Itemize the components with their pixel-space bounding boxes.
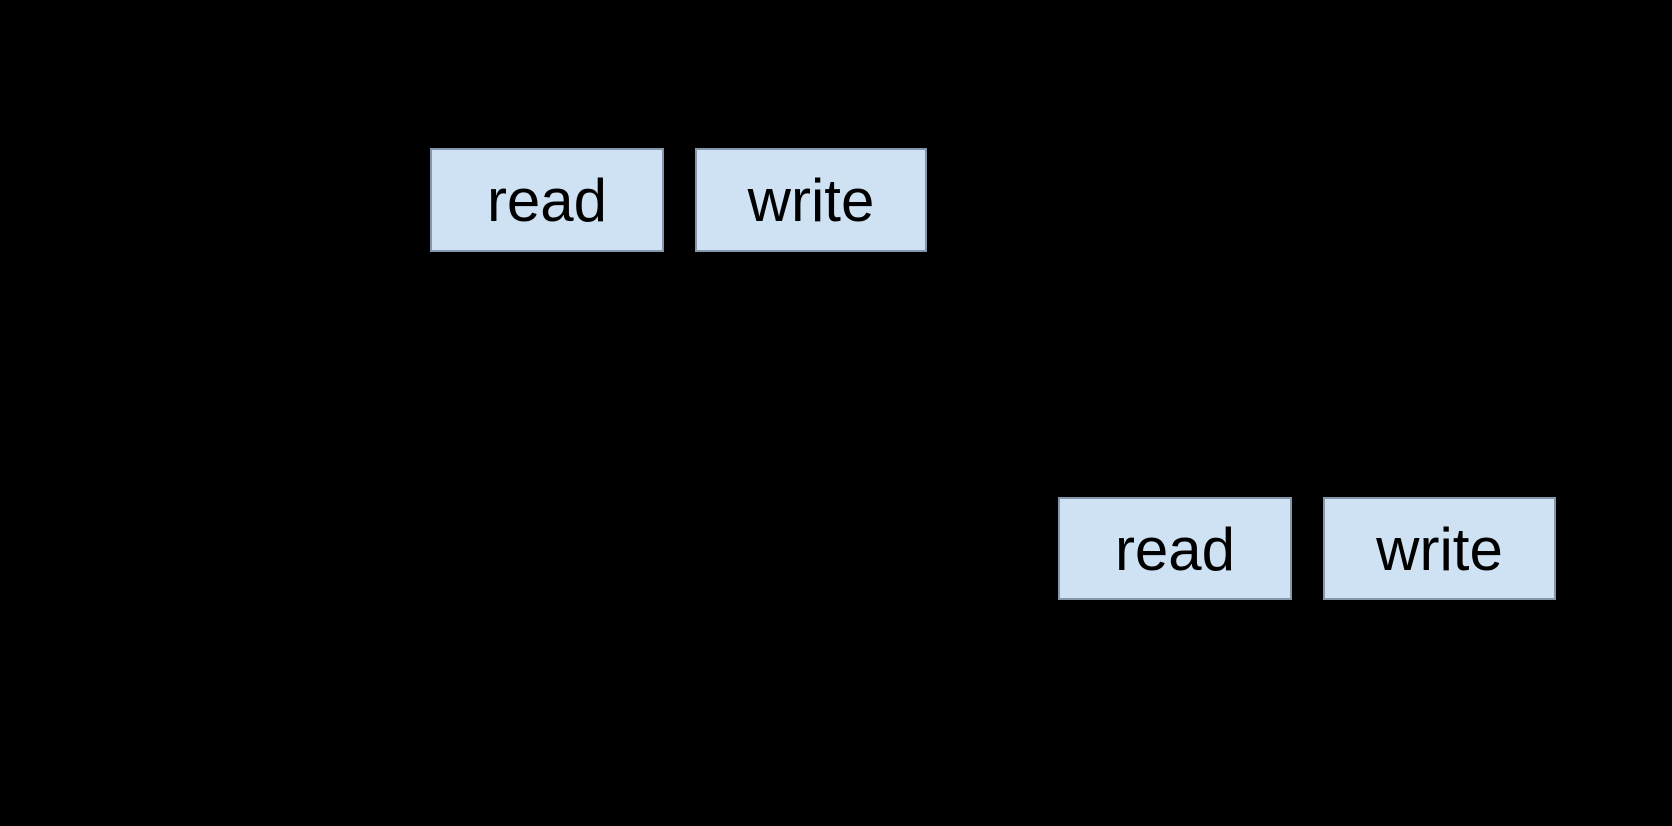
read-box-bottom-label: read	[1114, 515, 1236, 583]
read-box-top-label: read	[486, 167, 608, 234]
write-box-top-label: write	[747, 167, 875, 234]
write-box-bottom-label: write	[1376, 515, 1503, 583]
read-box-bottom: read	[1058, 497, 1292, 600]
write-box-bottom: write	[1323, 497, 1556, 600]
read-box-top: read	[430, 148, 664, 252]
write-box-top: write	[695, 148, 927, 252]
